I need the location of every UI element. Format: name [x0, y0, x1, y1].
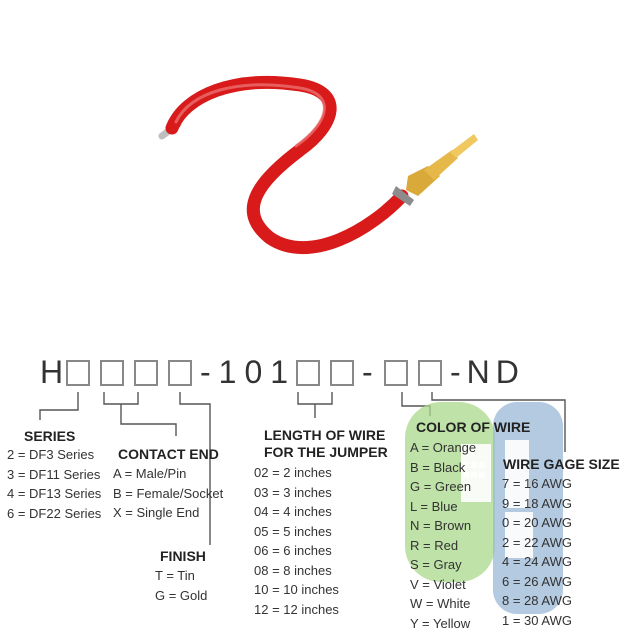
contact-end-slot-1	[100, 360, 124, 386]
list-item: V = Violet	[410, 576, 466, 592]
list-item: 8 = 28 AWG	[502, 593, 572, 608]
wire-highlight	[174, 83, 326, 148]
finish-list: T = Tin G = Gold	[155, 566, 207, 605]
list-item: A = Male/Pin	[113, 466, 187, 481]
list-item: T = Tin	[155, 568, 195, 583]
watermark-logo	[405, 402, 563, 614]
list-item: R = Red	[410, 537, 459, 553]
list-item: G = Gold	[155, 587, 208, 603]
list-item: 06 = 6 inches	[254, 543, 332, 558]
list-item: 05 = 5 inches	[254, 523, 332, 539]
series-slot	[66, 360, 90, 386]
color-heading: COLOR OF WIRE	[416, 419, 531, 435]
list-item: B = Black	[410, 459, 466, 475]
contact-end-list: A = Male/Pin B = Female/Socket X = Singl…	[113, 464, 223, 523]
list-item: 1 = 30 AWG	[502, 612, 572, 628]
length-heading-line1: LENGTH OF WIRE	[264, 427, 386, 443]
list-item: 03 = 3 inches	[254, 484, 332, 500]
list-item: 0 = 20 AWG	[502, 515, 572, 530]
list-item: 12 = 12 inches	[254, 601, 339, 617]
part-number-mid: -101	[200, 354, 297, 390]
gage-list: 7 = 16 AWG 9 = 18 AWG 0 = 20 AWG 2 = 22 …	[502, 474, 572, 630]
list-item: G = Green	[410, 479, 472, 494]
gage-heading: WIRE GAGE SIZE	[503, 456, 620, 472]
list-item: 2 = 22 AWG	[502, 534, 572, 550]
list-item: W = White	[410, 596, 471, 611]
list-item: Y = Yellow	[410, 615, 471, 631]
list-item: L = Blue	[410, 498, 458, 514]
part-number: H -101 - -ND	[40, 352, 640, 392]
series-bracket	[39, 392, 79, 420]
finish-slot	[168, 360, 192, 386]
list-item: 08 = 8 inches	[254, 562, 332, 578]
contact-end-slot-2	[134, 360, 158, 386]
list-item: 04 = 4 inches	[254, 504, 332, 519]
contact-end-heading: CONTACT END	[118, 446, 219, 462]
list-item: 02 = 2 inches	[254, 465, 332, 480]
length-slot-2	[330, 360, 354, 386]
list-item: B = Female/Socket	[113, 485, 224, 501]
gage-slot	[418, 360, 442, 386]
list-item: 6 = 26 AWG	[502, 573, 572, 589]
finish-heading: FINISH	[160, 548, 206, 564]
series-list: 2 = DF3 Series 3 = DF11 Series 4 = DF13 …	[7, 445, 101, 523]
color-list: A = Orange B = Black G = Green L = Blue …	[410, 438, 476, 633]
list-item: A = Orange	[410, 440, 477, 455]
crimp-contact	[392, 134, 478, 206]
list-item: X = Single End	[113, 505, 200, 520]
series-heading: SERIES	[24, 428, 76, 444]
part-number-suffix: -ND	[450, 354, 525, 390]
part-number-sep: -	[362, 354, 373, 390]
list-item: 6 = DF22 Series	[7, 505, 102, 521]
list-item: 4 = 24 AWG	[502, 554, 572, 569]
length-slot-1	[296, 360, 320, 386]
list-item: S = Gray	[410, 557, 462, 572]
length-bracket	[297, 392, 333, 418]
jumper-wire-photo	[158, 75, 478, 255]
length-heading-line2: FOR THE JUMPER	[264, 444, 388, 460]
list-item: N = Brown	[410, 518, 472, 533]
list-item: 3 = DF11 Series	[7, 466, 101, 482]
list-item: 9 = 18 AWG	[502, 495, 572, 511]
list-item: 2 = DF3 Series	[7, 447, 95, 462]
color-slot	[384, 360, 408, 386]
length-list: 02 = 2 inches 03 = 3 inches 04 = 4 inche…	[254, 463, 339, 619]
wire-body	[165, 75, 409, 255]
list-item: 10 = 10 inches	[254, 582, 339, 597]
list-item: 4 = DF13 Series	[7, 486, 102, 501]
part-number-prefix: H	[40, 354, 64, 390]
contact-end-bracket	[103, 392, 177, 436]
list-item: 7 = 16 AWG	[502, 476, 572, 491]
